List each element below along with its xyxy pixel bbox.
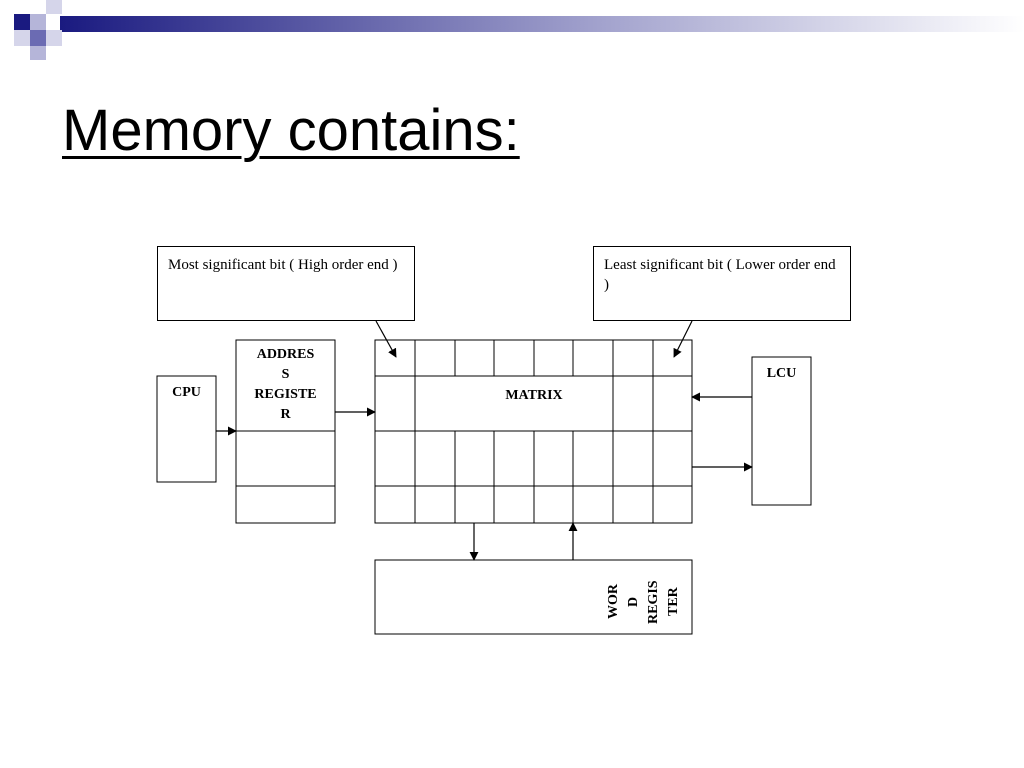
word-register-label: WOR D REGIS TER — [606, 580, 681, 624]
arrow-msb-pointer — [375, 320, 397, 358]
lcu-box — [751, 356, 812, 506]
matrix-label: MATRIX — [505, 388, 563, 403]
arrow-lsb-pointer — [673, 320, 693, 358]
matrix-grid — [374, 339, 693, 524]
address-register-label: ADDRES S REGISTE R — [254, 347, 317, 422]
word-register-box — [374, 559, 693, 635]
cpu-label: CPU — [172, 385, 201, 400]
lsb-callout: Least significant bit ( Lower order end … — [593, 246, 851, 321]
address-register-box — [235, 339, 336, 524]
header-decoration — [14, 0, 1024, 60]
msb-callout: Most significant bit ( High order end ) — [157, 246, 415, 321]
slide-title: Memory contains: — [62, 98, 520, 163]
lcu-label: LCU — [766, 366, 797, 381]
cpu-box — [156, 375, 217, 483]
